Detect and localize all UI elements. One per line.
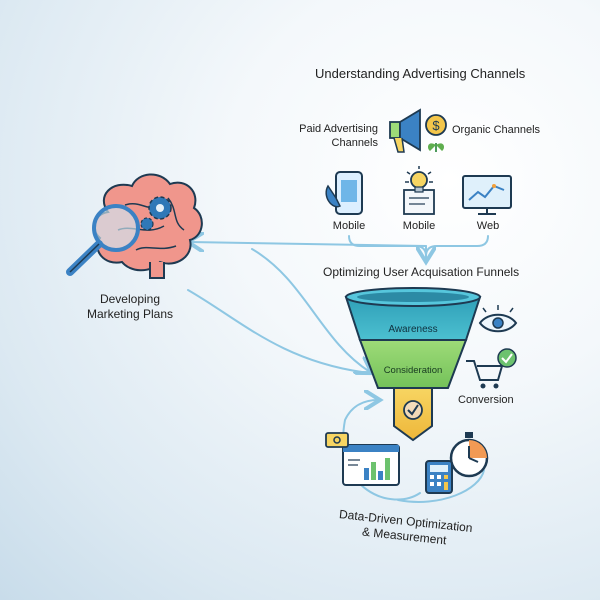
megaphone-icon bbox=[389, 108, 421, 153]
funnel-shape bbox=[344, 287, 482, 442]
marketing-plans-label: Developing Marketing Plans bbox=[86, 292, 174, 321]
checkmark-icon bbox=[497, 348, 517, 368]
sprout-icon bbox=[428, 143, 444, 152]
arrow-brain-to-funnel bbox=[187, 289, 363, 373]
paid-channels-label: Paid Advertising Channels bbox=[299, 123, 378, 149]
dashboard-icon bbox=[325, 432, 400, 486]
cycle-arrow-right bbox=[397, 469, 485, 503]
monitor-chart-icon bbox=[462, 175, 512, 215]
channel-bracket-right bbox=[425, 235, 489, 257]
coin-icon: $ bbox=[425, 114, 447, 136]
diagram-title: Understanding Advertising Channels bbox=[315, 66, 526, 81]
organic-channels-label: Organic Channels bbox=[452, 124, 541, 136]
magnifier-icon bbox=[66, 204, 140, 276]
eye-icon bbox=[478, 305, 518, 333]
phone-icon bbox=[325, 171, 363, 215]
cart-icon bbox=[466, 360, 504, 389]
lightbulb-document-icon bbox=[403, 166, 435, 215]
calculator-icon bbox=[425, 460, 453, 494]
stopwatch-icon bbox=[449, 432, 489, 478]
funnel-stage-consideration: Consideration bbox=[383, 365, 443, 376]
funnel-stage-awareness: Awareness bbox=[388, 324, 438, 335]
funnel-title: Optimizing User Acquisation Funnels bbox=[323, 265, 520, 279]
arrow-to-marketing-plans bbox=[190, 242, 427, 246]
svg-text:$: $ bbox=[432, 118, 440, 133]
arrow-to-consideration bbox=[251, 248, 370, 372]
channel-label-mobile-1: Mobile bbox=[332, 220, 366, 232]
conversion-label: Conversion bbox=[458, 394, 514, 406]
channel-label-mobile-2: Mobile bbox=[402, 220, 436, 232]
gear-icon bbox=[140, 196, 172, 231]
channel-label-web: Web bbox=[476, 220, 500, 232]
